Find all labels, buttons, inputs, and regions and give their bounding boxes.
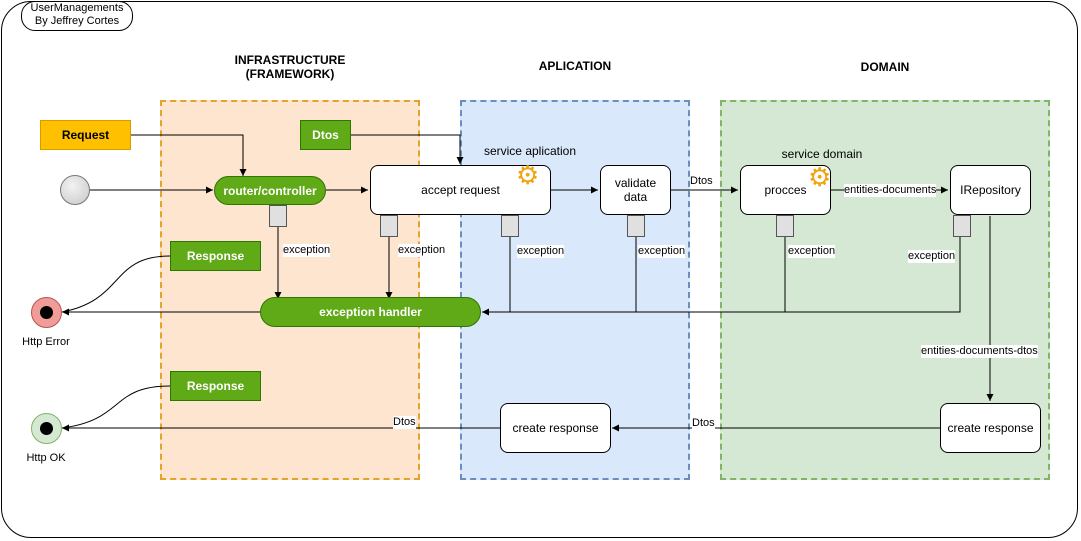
end-ok-icon [31,413,62,444]
exception-label: exception [908,250,956,263]
response-ok-box: Response [170,371,261,401]
infrastructure-title-line-2: (FRAMEWORK) [245,67,335,81]
accept-exception-pin-1 [380,215,398,237]
http-error-label: Http Error [22,336,70,348]
entities-documents-dtos-label: entities-documents-dtos [921,345,1038,358]
edge-request-router [131,134,247,176]
infrastructure-lane-title: INFRASTRUCTURE (FRAMEWORK) [210,53,370,81]
request-box: Request [40,120,131,150]
gear-icon: ⚙ [516,160,540,190]
dtos-edge-label: Dtos [393,416,416,429]
edge-response-ok [61,385,171,429]
create-response-domain-node: create response [940,403,1041,453]
service-domain-label: service domain [781,147,863,161]
end-error-icon [31,297,62,328]
accept-exception-pin-2 [501,215,519,237]
dtos-edge-label: Dtos [690,175,713,187]
edge-repository-exception [482,237,961,316]
irepository-node: IRepository [950,165,1031,215]
exception-label: exception [638,245,686,258]
exception-handler-node: exception handler [260,297,481,327]
title-line-1: UserManagements [30,2,124,14]
edge-dtos-accept [351,134,464,164]
exception-label: exception [283,244,331,257]
exception-label: exception [398,244,446,257]
application-lane-title: APLICATION [538,59,612,73]
validate-exception-pin [627,215,645,237]
procces-exception-pin [776,215,794,237]
diagram-title: UserManagements By Jeffrey Cortes [21,1,133,31]
service-aplication-label: service aplication [483,144,577,158]
infrastructure-lane [160,100,420,480]
response-error-box: Response [170,241,261,271]
entities-documents-label: entities-documents [844,184,937,197]
router-exception-pin [269,205,287,227]
edge-response-error [61,255,171,313]
http-ok-label: Http OK [26,452,66,464]
infrastructure-title-line-1: INFRASTRUCTURE [234,53,346,67]
validate-data-node: validate data [600,165,671,215]
accept-request-node: accept request [370,165,551,215]
title-line-2: By Jeffrey Cortes [34,15,120,27]
router-controller-node: router/controller [214,176,326,205]
start-node-icon [60,175,90,205]
exception-label: exception [788,245,836,258]
procces-node: procces [740,165,831,215]
dtos-box: Dtos [300,120,351,150]
dtos-edge-label: Dtos [692,417,715,430]
validate-line-2: data [623,190,648,204]
validate-line-1: validate [614,176,657,190]
exception-label: exception [517,245,565,258]
domain-lane-title: DOMAIN [860,60,910,74]
repository-exception-pin [953,215,971,237]
create-response-app-node: create response [500,403,611,453]
gear-icon: ⚙ [808,162,832,192]
